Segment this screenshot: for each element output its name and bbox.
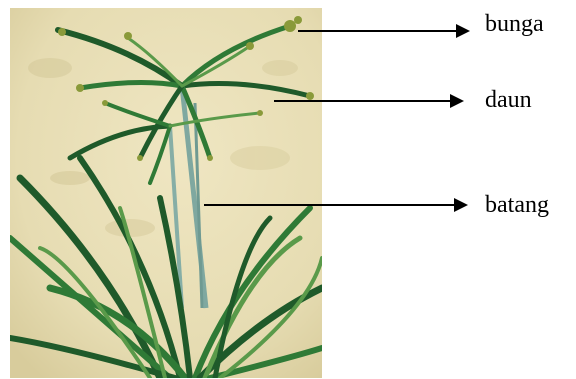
leaf-arrowhead-icon: [450, 94, 464, 108]
leaf-pointer-line: [274, 100, 452, 102]
leaf-label: daun: [485, 88, 532, 112]
stem-arrowhead-icon: [454, 198, 468, 212]
stem-label: batang: [485, 193, 549, 217]
flower-pointer-line: [298, 30, 458, 32]
flower-arrowhead-icon: [456, 24, 470, 38]
stem-pointer-line: [204, 204, 456, 206]
plant-illustration: [10, 8, 322, 378]
flower-label: bunga: [485, 12, 544, 36]
plant-photo: [10, 8, 322, 378]
